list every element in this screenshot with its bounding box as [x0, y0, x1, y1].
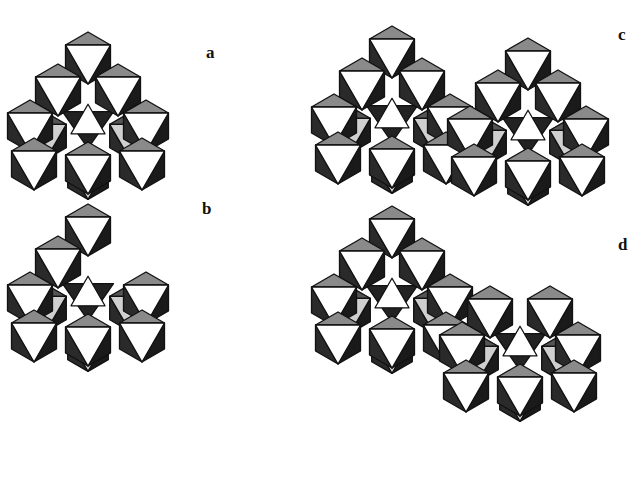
octahedron-face	[506, 148, 551, 161]
octahedron-face	[316, 132, 361, 145]
octahedron-face	[66, 204, 111, 217]
octahedron-face	[370, 316, 415, 329]
octahedron-face	[66, 32, 111, 45]
octahedron-face	[400, 238, 445, 251]
octahedron-face	[560, 157, 605, 196]
tetrahedron	[71, 104, 105, 134]
octahedron-face	[444, 360, 489, 373]
octahedron-face	[506, 38, 551, 51]
octahedron-face	[316, 312, 361, 325]
tetrahedron	[503, 326, 537, 356]
octahedron-face	[120, 151, 165, 190]
panel-letter: d	[618, 236, 627, 253]
octahedron-face	[120, 323, 165, 362]
octahedron-face	[96, 64, 141, 77]
octahedron-face	[12, 151, 57, 190]
octahedron-face	[552, 373, 597, 412]
octahedron-face	[66, 314, 111, 327]
octahedron-face	[120, 310, 165, 323]
octahedron-face	[564, 106, 609, 119]
panel-letter: b	[202, 200, 211, 217]
octahedron-face	[452, 157, 497, 196]
octahedron-face	[468, 286, 513, 299]
octahedron-face	[552, 360, 597, 373]
octahedron-face	[370, 26, 415, 39]
octahedron-face	[8, 100, 53, 113]
octahedron-face	[370, 206, 415, 219]
octahedron-face	[316, 145, 361, 184]
panel-letter: c	[618, 26, 626, 43]
octahedron-face	[498, 364, 543, 377]
octahedron-face	[66, 142, 111, 155]
octahedron-face	[498, 377, 543, 416]
octahedron-face	[536, 70, 581, 83]
octahedron-face	[448, 106, 493, 119]
octahedron-face	[36, 236, 81, 249]
tetrahedron	[375, 278, 409, 308]
octahedron-face	[428, 274, 473, 287]
tetrahedron	[511, 110, 545, 140]
octahedron-face	[12, 323, 57, 362]
panel-letter: a	[206, 44, 215, 61]
octahedron-face	[528, 286, 573, 299]
tetrahedron	[375, 98, 409, 128]
octahedron-face	[36, 64, 81, 77]
octahedron-face	[12, 138, 57, 151]
octahedron-face	[316, 325, 361, 364]
octahedron-face	[340, 238, 385, 251]
octahedron-face	[370, 329, 415, 368]
octahedron-face	[124, 272, 169, 285]
octahedron-face	[440, 322, 485, 335]
octahedron-face	[370, 149, 415, 188]
octahedron-face	[452, 144, 497, 157]
octahedron-face	[66, 155, 111, 194]
octahedron-face	[12, 310, 57, 323]
octahedron-face	[312, 274, 357, 287]
octahedron-face	[428, 94, 473, 107]
octahedron-face	[476, 70, 521, 83]
octahedron-face	[370, 136, 415, 149]
octahedron-face	[120, 138, 165, 151]
tetrahedron	[71, 276, 105, 306]
octahedron-face	[8, 272, 53, 285]
octahedron-face	[556, 322, 601, 335]
octahedron-face	[312, 94, 357, 107]
octahedron-face	[560, 144, 605, 157]
octahedron-face	[506, 161, 551, 200]
octahedron-face	[66, 327, 111, 366]
octahedron-face	[124, 100, 169, 113]
octahedron-face	[400, 58, 445, 71]
octahedron-face	[444, 373, 489, 412]
octahedron-face	[340, 58, 385, 71]
